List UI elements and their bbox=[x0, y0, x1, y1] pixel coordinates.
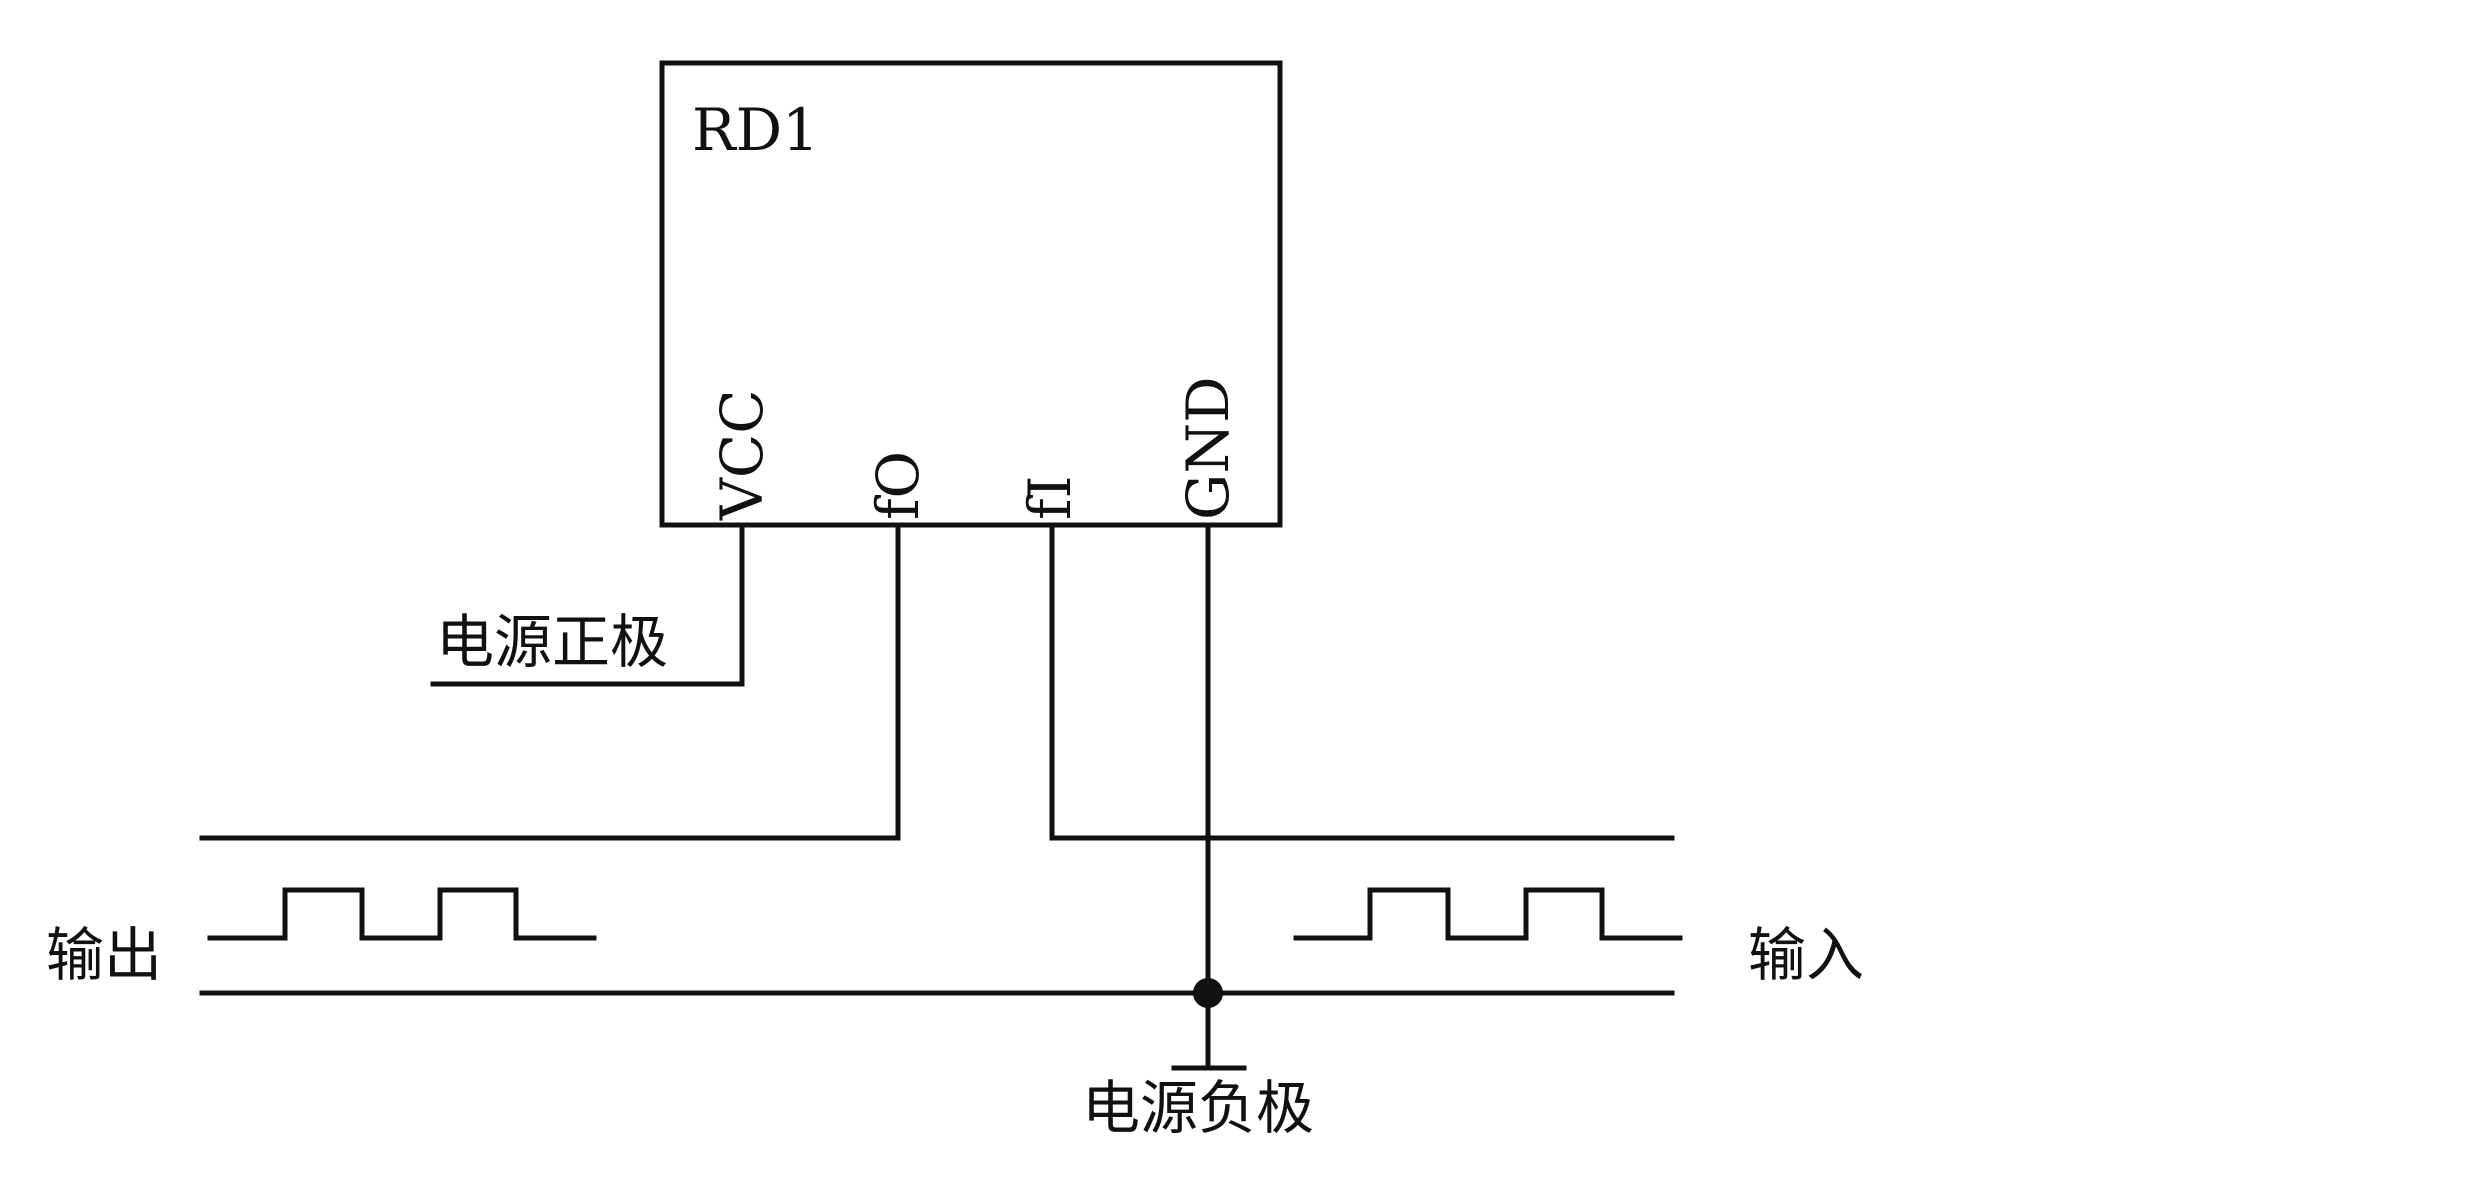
pin-label-gnd: GND bbox=[1174, 376, 1242, 520]
fi-lead bbox=[1049, 525, 1675, 841]
output-pulse-waveform bbox=[207, 887, 597, 941]
component-name: RD1 bbox=[692, 96, 819, 164]
vcc-lead bbox=[430, 525, 745, 687]
fo-lead bbox=[199, 525, 901, 841]
ground-junction-dot bbox=[1193, 978, 1223, 1008]
input-label: 输入 bbox=[1748, 921, 1864, 989]
pin-label-fo: fO bbox=[864, 451, 932, 520]
power-negative-label: 电源负极 bbox=[1082, 1074, 1314, 1142]
output-label: 输出 bbox=[46, 921, 162, 989]
component-box bbox=[659, 60, 1283, 528]
pin-label-vcc: VCC bbox=[708, 389, 776, 521]
pin-label-fi: fI bbox=[1016, 476, 1084, 520]
input-pulse-waveform bbox=[1293, 887, 1683, 941]
power-positive-label: 电源正极 bbox=[436, 608, 668, 676]
